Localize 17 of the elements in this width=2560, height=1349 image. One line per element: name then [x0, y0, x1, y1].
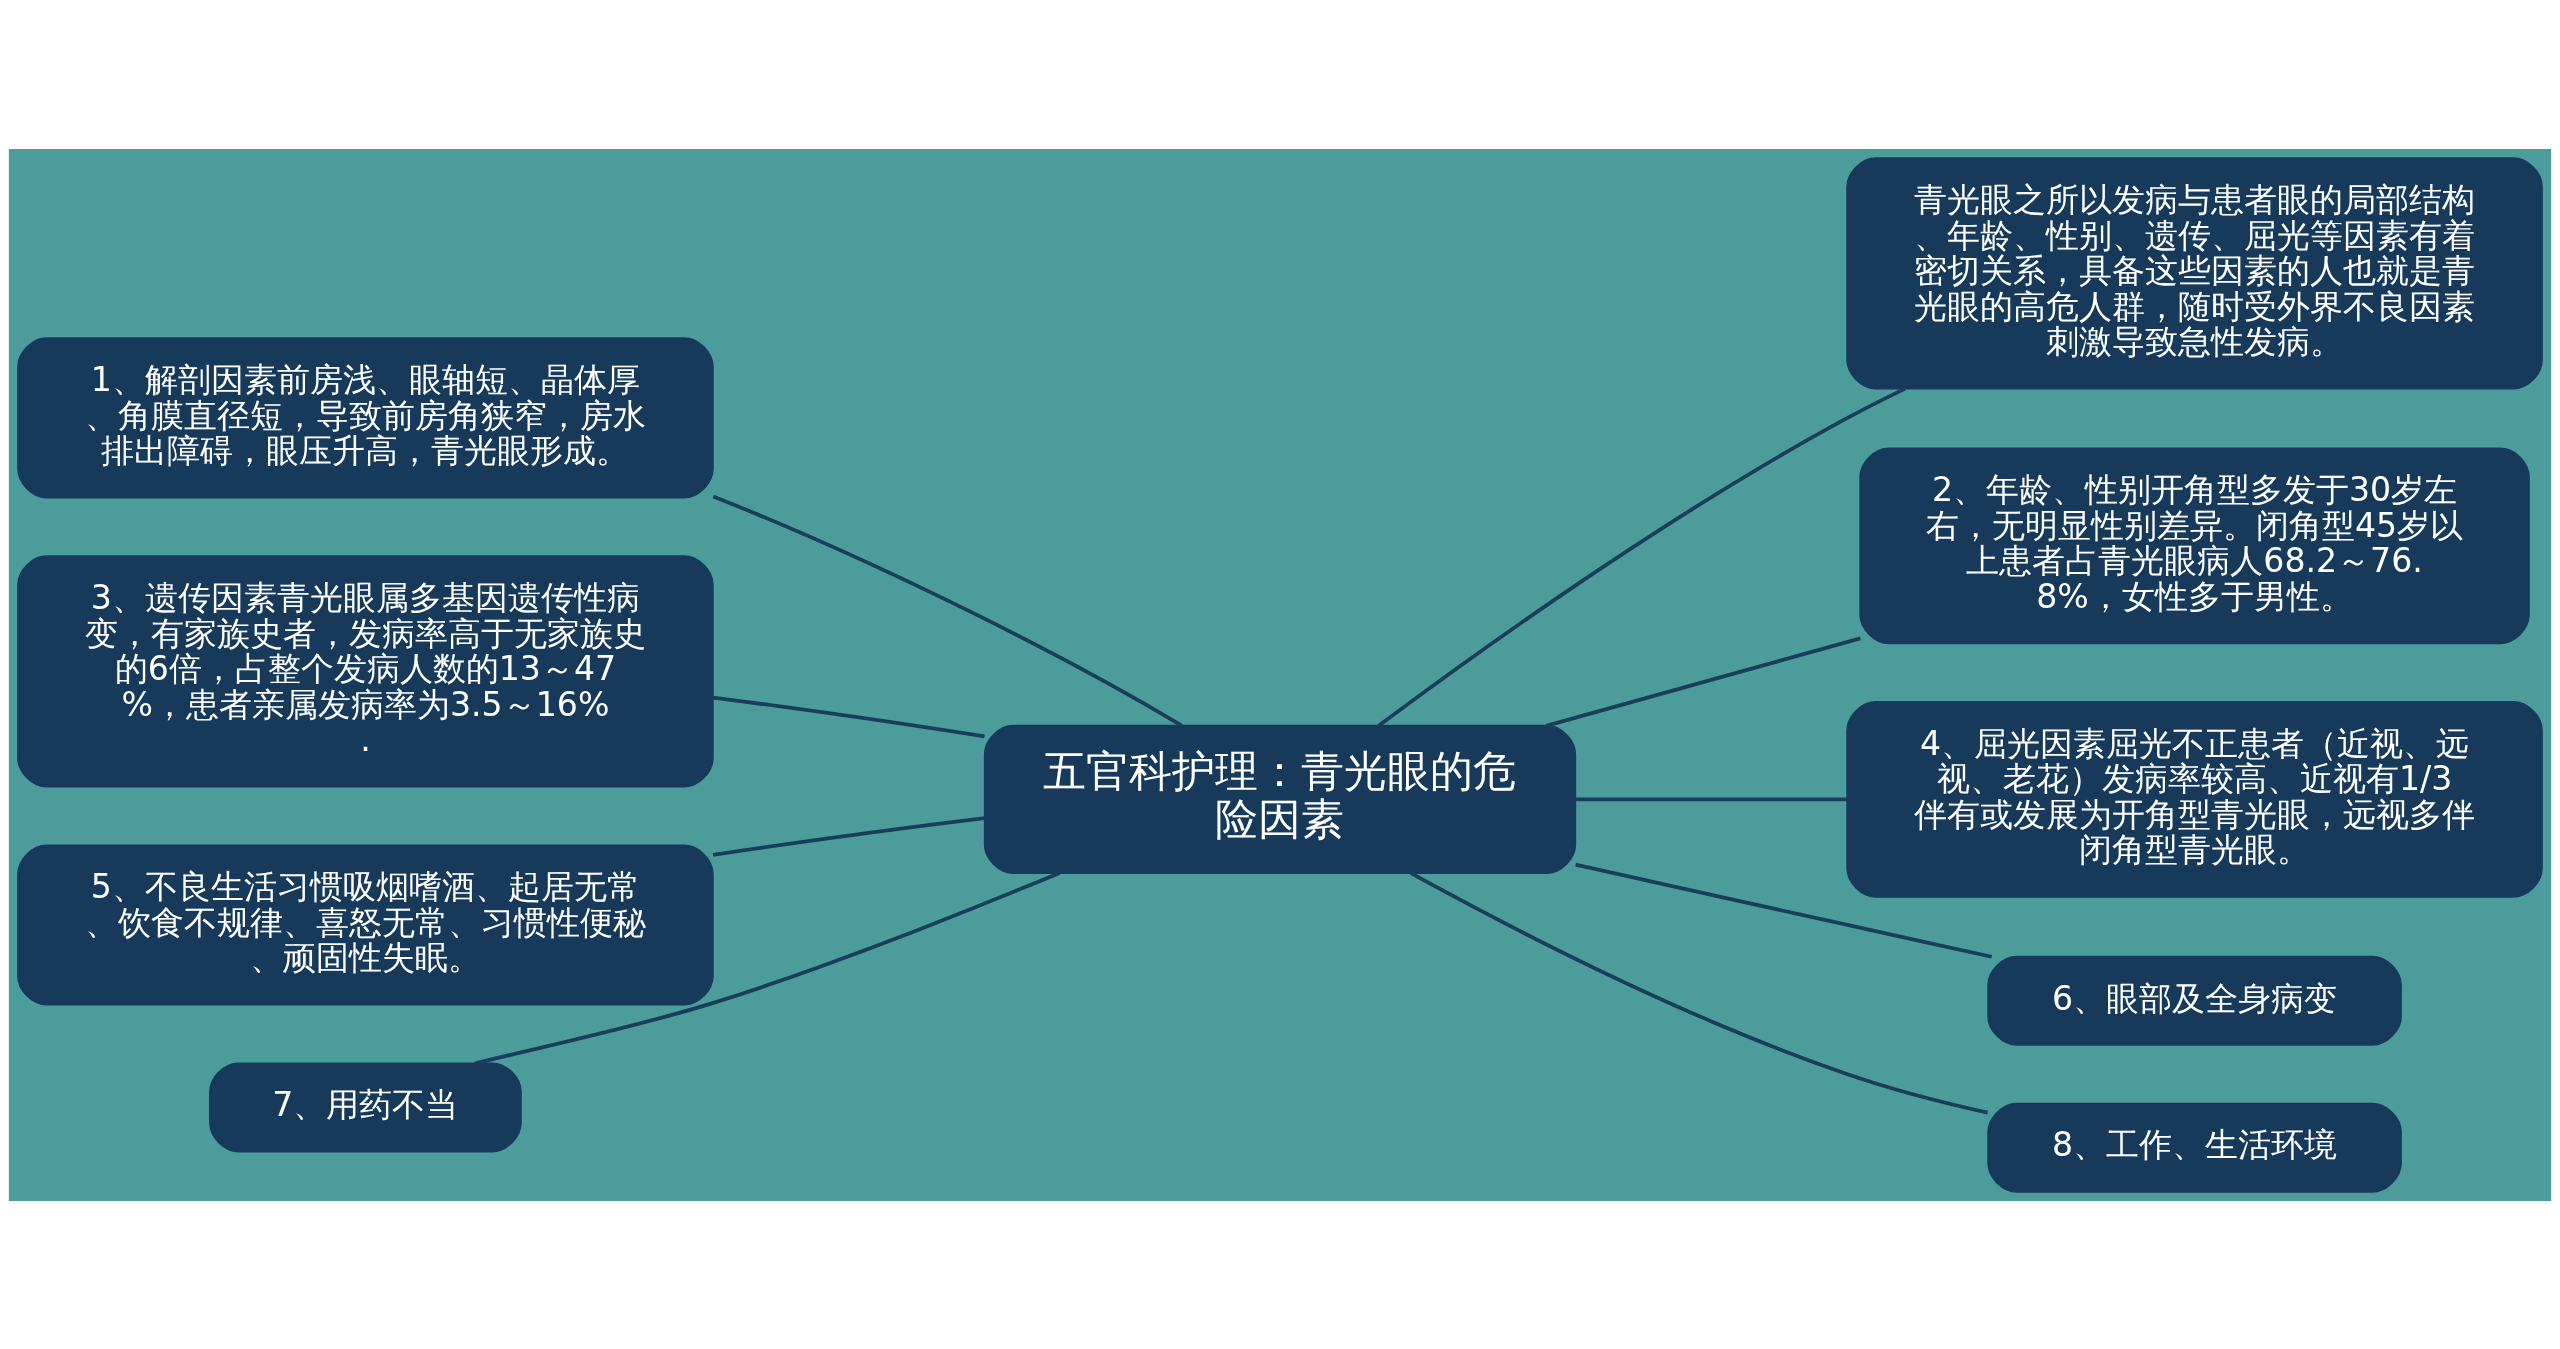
node-box: 8、工作、生活环境 — [1987, 1102, 2402, 1193]
node-box: 五官科护理：青光眼的危险因素 — [983, 724, 1577, 874]
node-box: 1、解剖因素前房浅、眼轴短、晶体厚、角膜直径短，导致前房角狭窄，房水排出障碍，眼压升高，青光眼形成。 — [17, 336, 714, 498]
connector — [712, 494, 1183, 727]
connector — [1377, 386, 1906, 727]
connector — [712, 695, 985, 738]
node-box: 4、屈光因素屈光不正患者（近视、远视、老花）发病率较高、近视有1/3伴有或发展为开角型青光眼，远视多伴闭角型青光眼。 — [1846, 700, 2543, 898]
connector — [1575, 862, 1993, 959]
node-box: 5、不良生活习惯吸烟嗜酒、起居无常、饮食不规律、喜怒无常、习惯性便秘、顽固性失眠。 — [17, 843, 714, 1006]
node-box: 2、年龄、性别开角型多发于30岁左右，无明显性别差异。闭角型45岁以上患者占青光眼病人68.2～76.8%，女性多于男性。 — [1859, 447, 2530, 644]
node-box: 青光眼之所以发病与患者眼的局部结构、年龄、性别、遗传、屈光等因素有着密切关系，具备这些因素的人也就是青光眼的高危人群，随时受外界不良因素刺激导致急性发病。 — [1846, 156, 2543, 389]
connector — [1575, 797, 1847, 801]
node-box: 7、用药不当 — [209, 1061, 522, 1152]
connector — [712, 815, 985, 857]
node-box: 6、眼部及全身病变 — [1987, 955, 2402, 1046]
node-box: 3、遗传因素青光眼属多基因遗传性病变，有家族史者，发病率高于无家族史的6倍，占整个发病人数的13～47%，患者亲属发病率为3.5～16%. — [17, 554, 714, 788]
connector — [1545, 636, 1861, 728]
